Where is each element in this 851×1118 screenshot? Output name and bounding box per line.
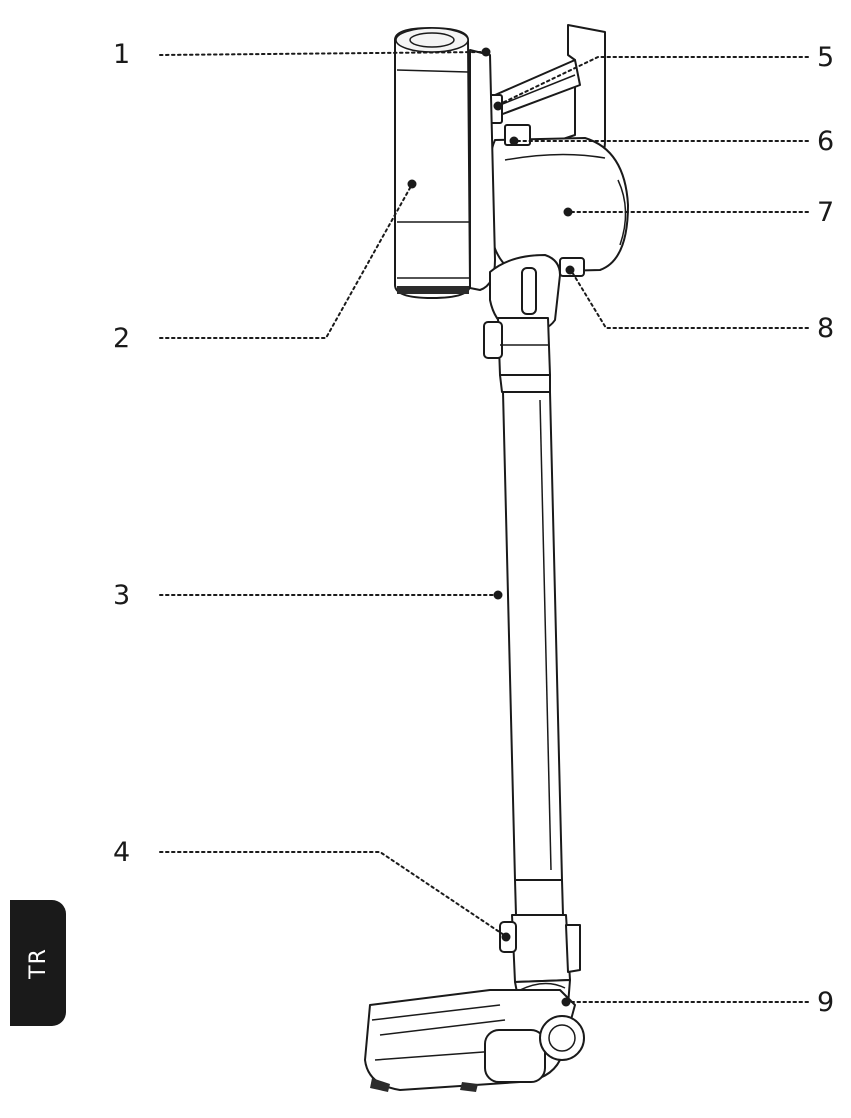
leader-line-8 [571, 271, 809, 329]
leader-line-2 [159, 187, 411, 339]
neck-connector [489, 254, 585, 334]
leader-dot-9 [561, 997, 571, 1007]
leader-line-4 [159, 851, 505, 936]
callout-2: 2 [113, 323, 130, 354]
callout-7: 7 [817, 197, 834, 228]
floor-head [364, 989, 585, 1092]
leader-lines [159, 47, 809, 1007]
language-tab-label: TR [25, 947, 51, 979]
leader-dot-6 [509, 136, 519, 146]
leader-dot-7 [563, 207, 573, 217]
callout-5: 5 [817, 42, 834, 73]
leader-dot-8 [565, 265, 575, 275]
leader-dot-2 [407, 179, 417, 189]
tube-collar [483, 317, 551, 393]
leader-dot-3 [493, 590, 503, 600]
dust-container [394, 27, 496, 299]
callout-8: 8 [817, 313, 834, 344]
leader-dot-5 [493, 101, 503, 111]
extension-tube [502, 391, 564, 916]
callout-4: 4 [113, 837, 130, 868]
callout-3: 3 [113, 580, 130, 611]
leader-line-1 [159, 51, 485, 56]
leader-dot-1 [481, 47, 491, 57]
callout-6: 6 [817, 126, 834, 157]
vacuum-illustration [364, 24, 629, 1092]
leader-dot-4 [501, 932, 511, 942]
language-tab: TR [10, 900, 66, 1026]
callout-9: 9 [817, 987, 834, 1018]
callout-numbers: 1 2 3 4 5 6 7 8 9 [113, 39, 834, 1018]
callout-1: 1 [113, 39, 130, 70]
leader-line-5 [499, 56, 809, 105]
motor-body [486, 124, 629, 273]
